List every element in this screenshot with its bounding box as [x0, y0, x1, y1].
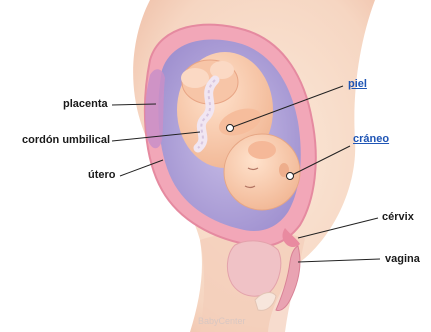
link-craneo[interactable]: cráneo	[353, 133, 389, 146]
fetus-hand	[248, 141, 276, 159]
bladder	[227, 241, 280, 296]
label-vagina: vagina	[385, 253, 420, 266]
dot-pointer-icon	[287, 173, 294, 180]
link-piel[interactable]: piel	[348, 78, 367, 91]
label-placenta: placenta	[63, 98, 108, 111]
label-utero: útero	[88, 169, 116, 182]
dot-pointer-icon	[227, 125, 234, 132]
watermark: BabyCenter	[198, 316, 246, 326]
leader-line-vagina	[298, 259, 380, 262]
fetus-foot	[181, 68, 209, 88]
label-cordon-umbilical: cordón umbilical	[22, 134, 110, 147]
label-cervix: cérvix	[382, 211, 414, 224]
